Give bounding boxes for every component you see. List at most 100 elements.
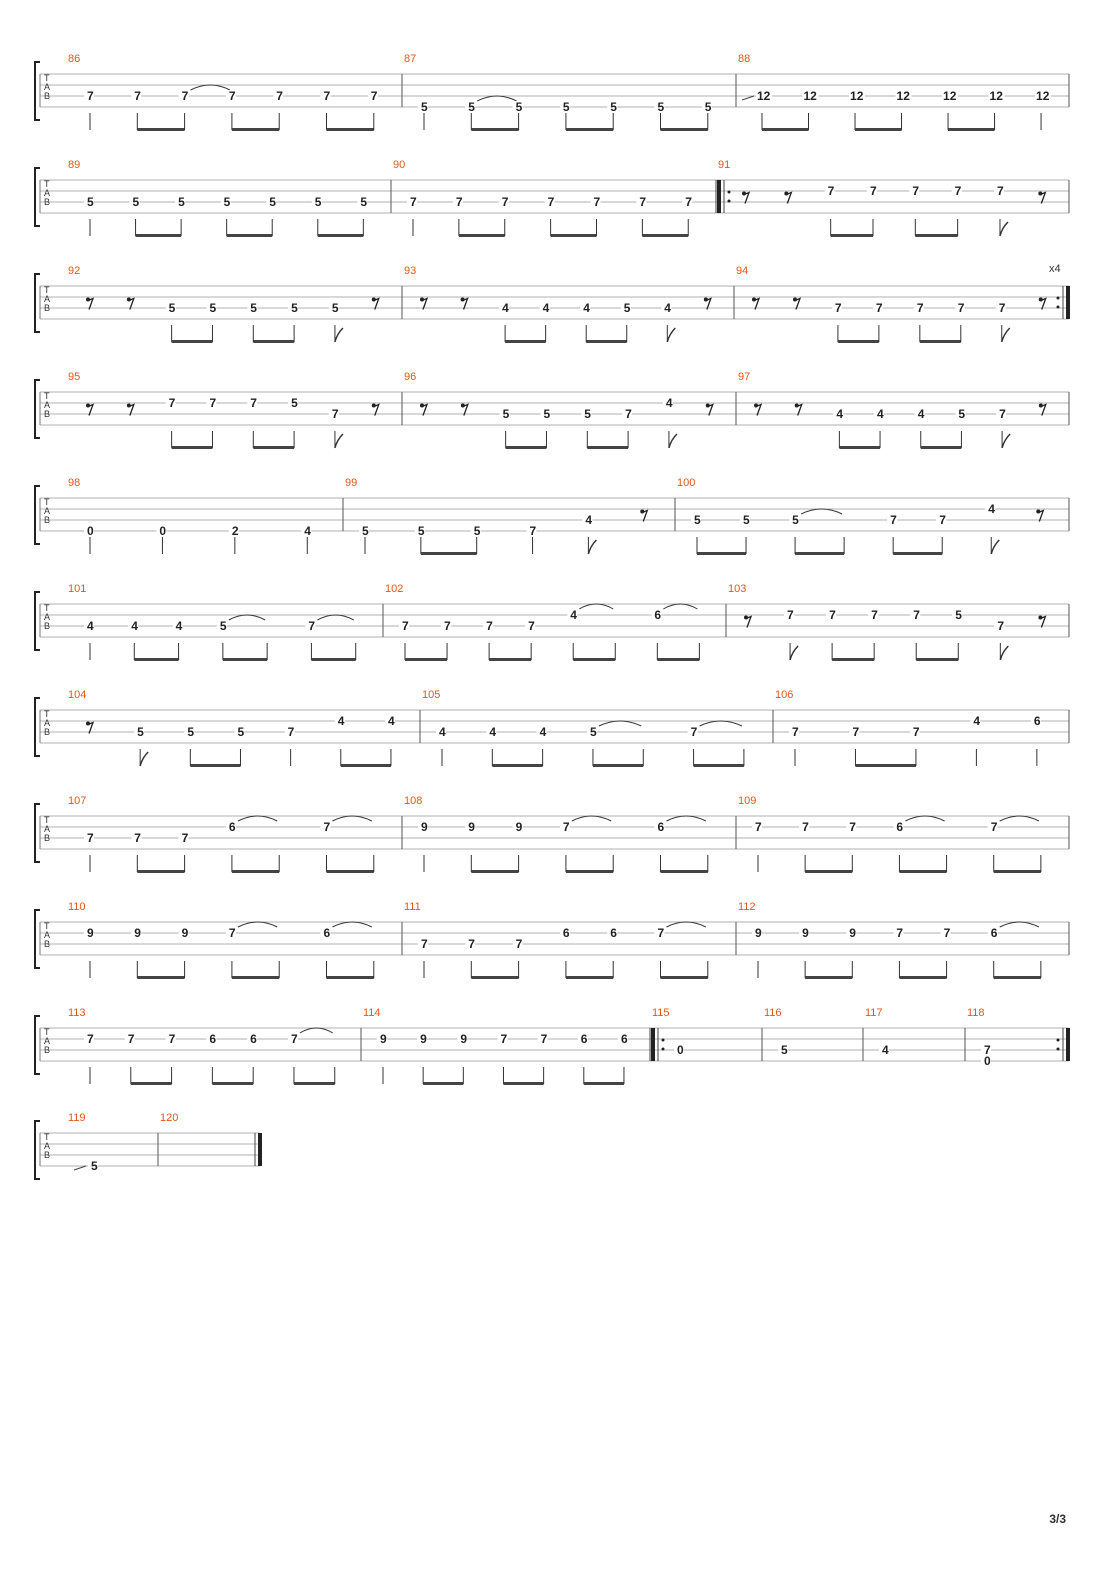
- fret-number: 7: [182, 89, 189, 103]
- beam: [948, 128, 995, 131]
- fret-bg: [893, 927, 904, 939]
- fret-bg: [320, 927, 331, 939]
- repeat-dot: [661, 1047, 665, 1051]
- beam: [893, 552, 943, 555]
- fret-number: 2: [232, 524, 239, 538]
- fret-number: 12: [990, 89, 1004, 103]
- repeat-dot: [727, 199, 731, 203]
- fret-bg: [879, 1044, 889, 1056]
- repeat-dot: [727, 190, 731, 194]
- fret-bg: [384, 715, 395, 727]
- fret-number: 4: [664, 301, 671, 315]
- fret-number: 7: [755, 820, 762, 834]
- beam: [916, 658, 959, 661]
- fret-bg: [988, 90, 1005, 102]
- fret-bg: [654, 927, 665, 939]
- beam: [134, 658, 179, 661]
- beam: [471, 128, 519, 131]
- fret-number: 5: [658, 100, 665, 114]
- tab-clef-letter: T: [44, 1132, 50, 1142]
- tie-arc: [571, 815, 612, 822]
- system-bracket: [34, 273, 40, 333]
- beam: [660, 976, 708, 979]
- beam: [471, 976, 519, 979]
- fret-number: 7: [516, 937, 523, 951]
- tie-arc: [190, 84, 231, 91]
- fret-bg: [985, 503, 996, 515]
- fret-bg: [165, 302, 176, 314]
- tab-clef-letter: A: [44, 82, 50, 92]
- tie-arc: [237, 921, 278, 928]
- fret-number: 9: [468, 820, 475, 834]
- fret-number: 7: [913, 608, 920, 622]
- beam: [697, 552, 747, 555]
- measure-number: 117: [865, 1007, 883, 1019]
- fret-bg: [682, 196, 693, 208]
- fret-number: 7: [852, 725, 859, 739]
- beam: [915, 234, 958, 237]
- fret-bg: [607, 927, 618, 939]
- fret-number: 7: [939, 513, 946, 527]
- fret-number: 7: [548, 195, 555, 209]
- fret-number: 7: [128, 1032, 135, 1046]
- system-bracket: [34, 591, 40, 651]
- fret-number: 5: [468, 100, 475, 114]
- fret-bg: [288, 397, 299, 409]
- fret-bg: [636, 196, 647, 208]
- fret-number: 7: [541, 1032, 548, 1046]
- fret-bg: [824, 185, 835, 197]
- repeat-dot: [1056, 305, 1060, 309]
- start-repeat-thick: [717, 180, 721, 213]
- tab-clef-letter: B: [44, 91, 50, 101]
- beam: [222, 658, 268, 661]
- eighth-rest-stroke: [421, 403, 429, 416]
- fret-number: 7: [500, 1032, 507, 1046]
- beam: [226, 234, 273, 237]
- tie-arc: [578, 603, 614, 610]
- page-number: 3/3: [1049, 1512, 1066, 1526]
- tab-clef-letter: T: [44, 921, 50, 931]
- beam: [137, 976, 185, 979]
- fret-number: 7: [999, 301, 1006, 315]
- eighth-flag: [789, 645, 799, 661]
- tab-clef-letter: B: [44, 833, 50, 843]
- beam: [993, 870, 1041, 873]
- fret-bg: [156, 525, 167, 537]
- fret-bg: [486, 726, 497, 738]
- fret-bg: [225, 90, 236, 102]
- beam: [231, 128, 280, 131]
- fret-number: 7: [829, 608, 836, 622]
- fret-bg: [184, 726, 195, 738]
- measure-number: 87: [404, 53, 416, 65]
- fret-number: 7: [456, 195, 463, 209]
- fret-number: 6: [324, 926, 331, 940]
- tie-arc: [999, 921, 1040, 928]
- measure-number: 94: [736, 265, 748, 277]
- fret-bg: [328, 408, 339, 420]
- fret-number: 7: [530, 524, 537, 538]
- eighth-flag: [668, 433, 678, 449]
- fret-number: 7: [958, 301, 965, 315]
- beam: [642, 234, 689, 237]
- eighth-rest-stroke: [87, 403, 95, 416]
- fret-number: 5: [743, 513, 750, 527]
- fret-bg: [301, 525, 312, 537]
- measure-number: 116: [764, 1007, 782, 1019]
- fret-bg: [756, 90, 772, 102]
- tie-arc: [999, 815, 1040, 822]
- fret-bg: [311, 196, 322, 208]
- eighth-flag: [990, 539, 1000, 555]
- fret-number: 5: [955, 608, 962, 622]
- fret-bg: [178, 832, 189, 844]
- fret-bg: [452, 196, 463, 208]
- fret-bg: [512, 938, 523, 950]
